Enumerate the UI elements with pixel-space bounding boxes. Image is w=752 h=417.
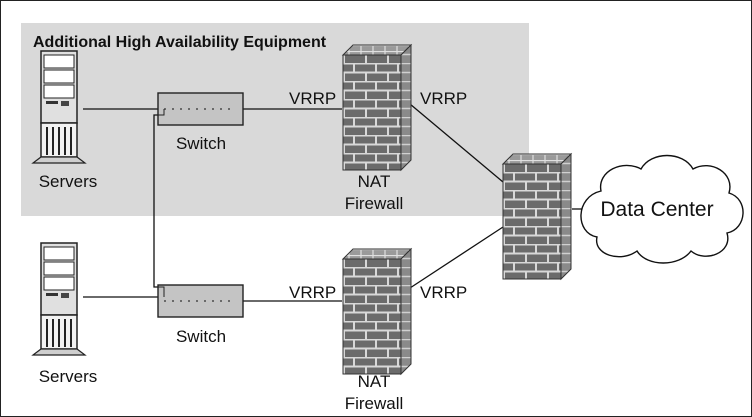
switch-label-bottom: Switch	[176, 327, 226, 346]
ha-group-box	[21, 23, 529, 216]
datacenter-label: Data Center	[600, 198, 713, 221]
vrrp-label-top-right: VRRP	[420, 89, 467, 108]
server-tower-icon	[32, 242, 86, 356]
servers-label-bottom: Servers	[39, 367, 98, 386]
connection-lines	[83, 103, 583, 302]
vrrp-label-bottom-right: VRRP	[420, 283, 467, 302]
firewall-label-bottom-line1: NAT	[358, 372, 391, 391]
network-switch-icon	[157, 284, 244, 318]
ha-group-title: Additional High Availability Equipment	[33, 34, 327, 51]
firewall-label-top-line1: NAT	[358, 172, 391, 191]
server-tower-icon	[32, 50, 86, 164]
brick-firewall-icon	[342, 44, 412, 171]
vrrp-label-top-left: VRRP	[289, 89, 336, 108]
link-top-firewall-core	[409, 103, 504, 183]
firewall-label-top-line2: Firewall	[345, 194, 404, 213]
cloud-icon	[580, 154, 744, 264]
network-switch-icon	[157, 92, 244, 126]
brick-firewall-icon	[502, 153, 572, 280]
link-bottom-firewall-core	[409, 226, 504, 289]
brick-firewall-icon	[342, 248, 412, 375]
vrrp-label-bottom-left: VRRP	[289, 283, 336, 302]
servers-label-top: Servers	[39, 172, 98, 191]
firewall-label-bottom-line2: Firewall	[345, 394, 404, 413]
switch-label-top: Switch	[176, 134, 226, 153]
